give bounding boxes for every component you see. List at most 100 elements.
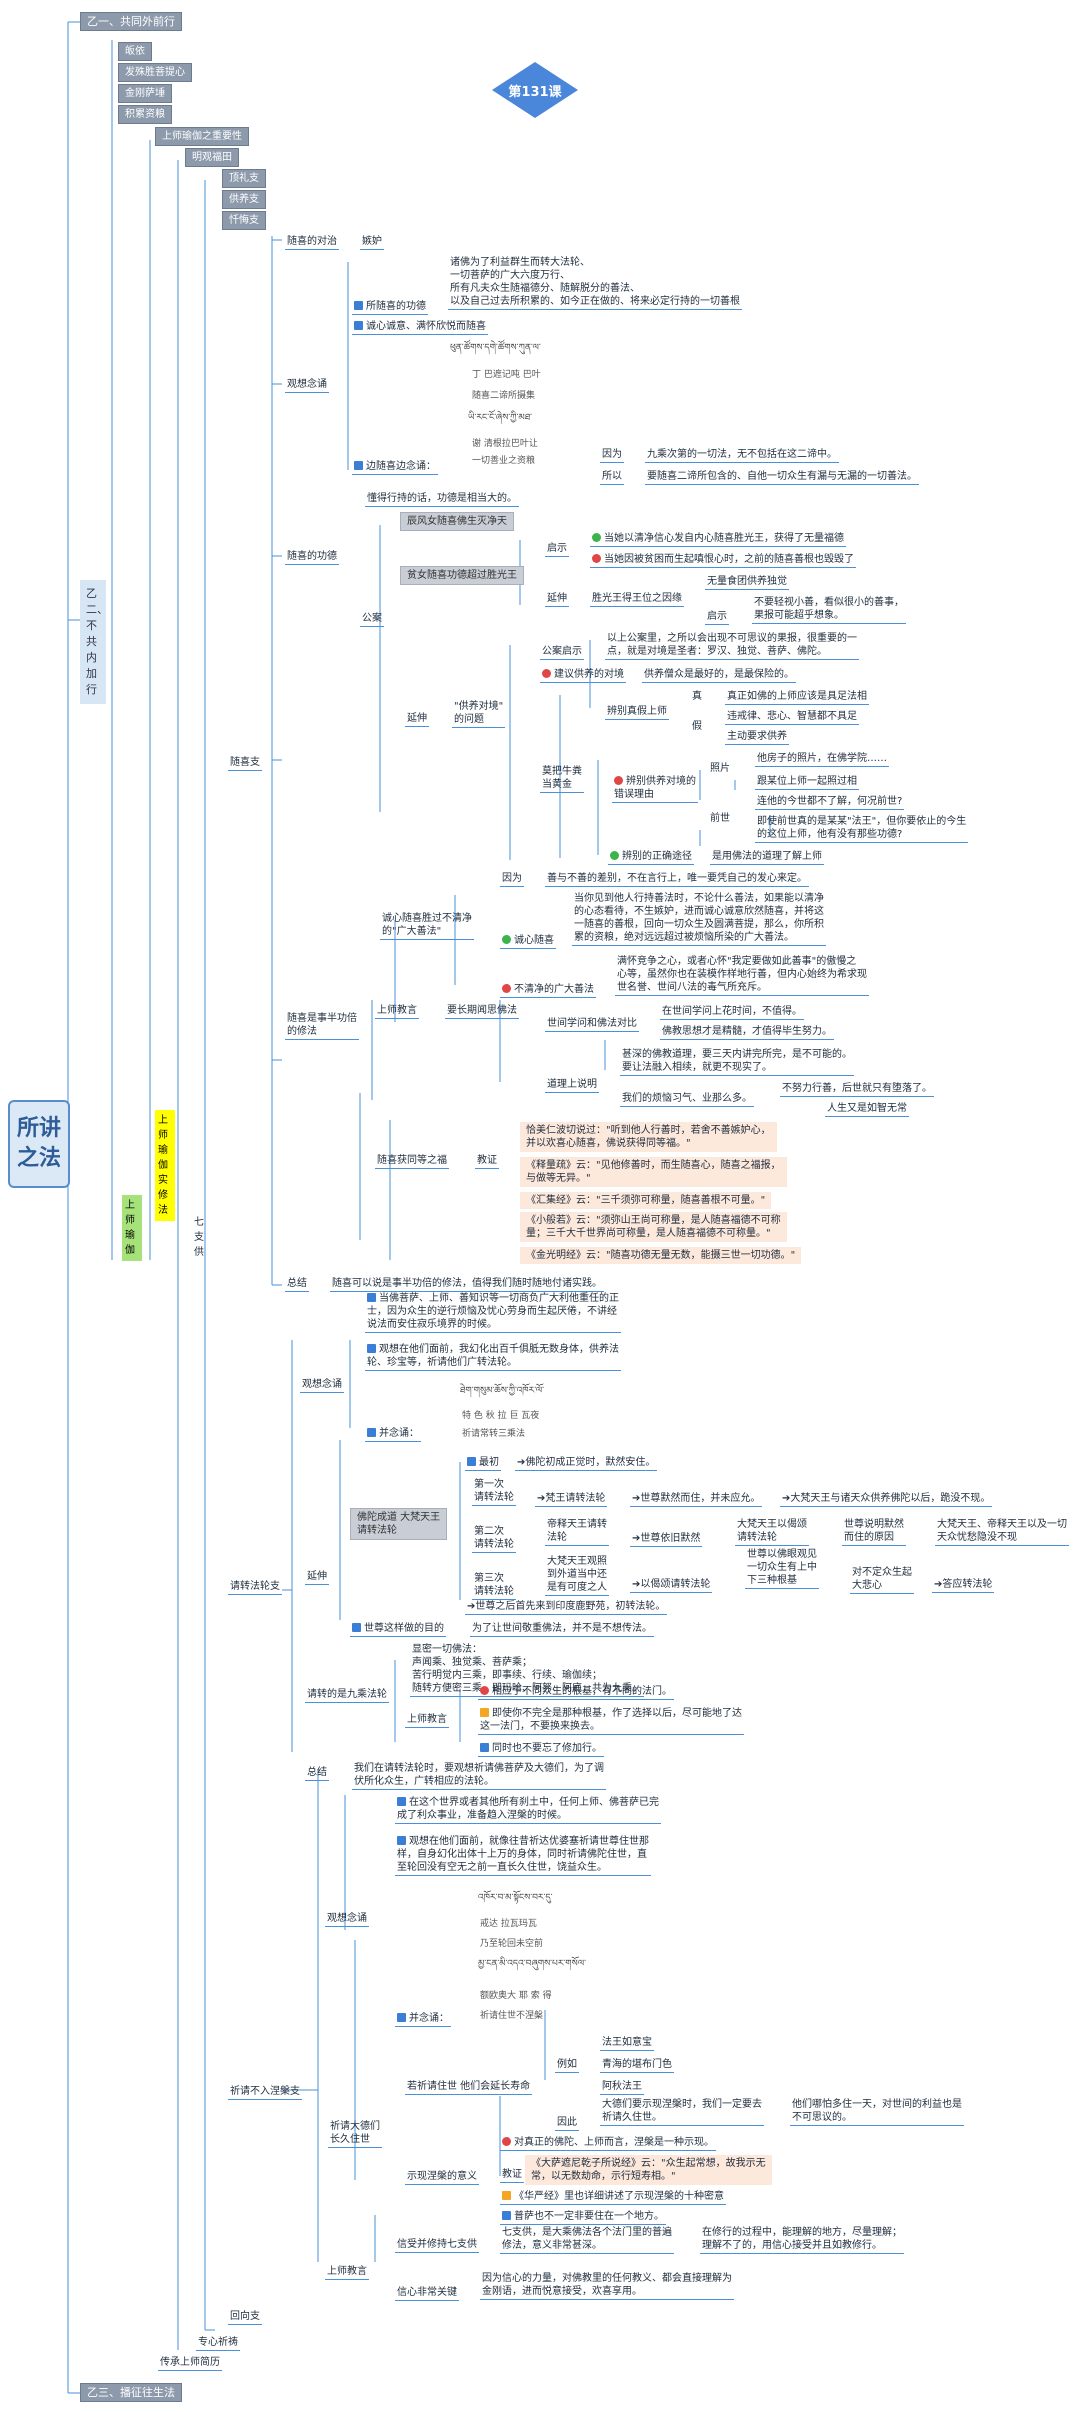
sui-zhaopian: 照片 [710,763,730,774]
sui-chengxin-shengguo[interactable]: 诚心随喜胜过不清净 的"广大善法" [380,912,474,940]
qing-d3e: ➔答应转法轮 [932,1578,995,1593]
sui-chengxin-suixi-v: 当你见到他人行持善法时，不论什么善法，如果能以清净 的心态看待，不生嫉妒，进而诚… [572,892,826,946]
sui-daoli-2b: 人生又是如智无常 [825,1102,909,1117]
qing-d2c: 大梵天王以偈颂 请转法轮 [735,1518,809,1546]
qing-d1c: ➔大梵天王与诸天众供养佛陀以后，跪没不现。 [780,1492,993,1507]
qz-root[interactable]: 祈请不入涅槃支 [228,2085,302,2100]
sui-jianyi: 建议供养的对境 [540,668,626,683]
sui-duizhi-v: 嫉妒 [360,235,384,250]
qing-d3d: 对不定众生起 大悲心 [850,1566,914,1594]
branch-yi2[interactable]: 乙二、不共内加行 [80,580,108,704]
star-icon [542,669,551,678]
qing-sj1-text: 相应于不同众生的根基，有不同的法门。 [492,1686,672,1697]
qing-jiucheng-v: 显密一切佛法： 声闻乘、独觉乘、菩萨乘； 苦行明觉内三乘，即事续、行续、瑜伽续；… [410,1643,644,1697]
sui-buqingjing-label: 不清净的广大善法 [514,984,594,995]
qing-zhihou: ➔世尊之后首先来到印度鹿野苑，初转法轮。 [465,1600,668,1615]
qz-sx4-text: 普萨也不一定非要住在一个地方。 [514,2211,664,2222]
sui-root[interactable]: 随喜支 [228,756,262,771]
qz-jiaozheng: 教证 [500,2168,524,2183]
qing-jiucheng[interactable]: 请转的是九乘法轮 [305,1688,389,1703]
qing-root[interactable]: 请转法轮支 [228,1580,282,1595]
sui-zhengque-label: 辨别的正确途径 [622,851,692,862]
node-faxin[interactable]: 发殊胜菩提心 [118,63,192,82]
node-jingang[interactable]: 金刚萨埵 [118,84,172,103]
sui-gongde-v: 诸佛为了利益群生而转大法轮、 一切菩萨的广大六度万行、 所有凡夫众生随福德分、随… [448,256,742,310]
qing-guanxiang[interactable]: 观想念诵 [300,1378,344,1393]
qz-shangshi[interactable]: 上师教言 [325,2265,369,2280]
sui-gongan-2[interactable]: 贫女随喜功德超过胜光王 [400,566,524,585]
qz-phonetic-1: 戒达 拉瓦玛瓦 [480,1919,537,1929]
sui-gongan[interactable]: 公案 [360,612,384,627]
node-jilei[interactable]: 积累资粮 [118,105,172,124]
cross-icon [614,776,623,785]
node-huixiang[interactable]: 回向支 [228,2310,262,2325]
sui-gongde[interactable]: 所随喜的功德 [352,300,428,315]
sui-shiban[interactable]: 随喜是事半功倍 的修法 [285,1012,359,1040]
qz-xinxin: 信心非常关键 [395,2286,459,2301]
node-qizhi[interactable]: 七支供 [194,1217,204,1258]
node-dingli[interactable]: 顶礼支 [222,169,266,188]
sui-jia-2: 主动要求供养 [725,730,789,745]
qing-t2: 观想在他们面前，我幻化出百千俱胝无数身体，供养法 轮、珍宝等，祈请他们广转法轮。 [365,1343,621,1371]
num-icon [480,1743,489,1752]
qing-bingnian-label: 并念诵： [379,1428,419,1439]
qz-qiqing[interactable]: 祈请大德们 长久住世 [328,2120,382,2148]
sui-cuowu-label: 辨别供养对境的 错误理由 [614,776,696,800]
qz-liru-1: 法王如意宝 [600,2036,654,2051]
node-chanhui[interactable]: 忏悔支 [222,211,266,230]
sui-jz-5: 《金光明经》云："随喜功德无量无数，能摄三世一切功德。" [520,1247,802,1264]
check-icon [502,935,511,944]
qz-tibetan-1: འཁོར་བ་མ་སྟོངས་བར་དུ་ [478,1893,553,1903]
qing-d3b: ➔以偈颂请转法轮 [630,1578,713,1593]
sui-suoyi-v: 要随喜二谛所包含的、自他一切众生有漏与无漏的一切善法。 [645,470,919,485]
sui-duizhi[interactable]: 随喜的对治 [285,235,339,250]
info-icon [397,2013,406,2022]
sui-biansui[interactable]: 边随喜边念诵： [352,460,438,475]
qing-mudi: 世尊这样做的目的 [350,1622,446,1637]
num-icon [502,2191,511,2200]
node-zhongyao[interactable]: 上师瑜伽之重要性 [155,127,249,146]
sui-jianyi-v: 供养僧众是最好的，是最保险的。 [642,668,796,683]
branch-yi1[interactable]: 乙一、共同外前行 [80,12,182,31]
qz-sx1-text: 对真正的佛陀、上师而言，涅槃是一种示现。 [514,2137,714,2148]
sui-chengxin[interactable]: 诚心诚意、满怀欣悦而随喜 [352,320,488,335]
sui-wensi: 要长期闻思佛法 [445,1004,519,1019]
node-shangshi[interactable]: 上师瑜伽 [122,1195,142,1261]
qing-d1: 第一次 请转法轮 [472,1478,516,1506]
node-gongyang[interactable]: 供养支 [222,190,266,209]
qz-guanxiang[interactable]: 观想念诵 [325,1912,369,1927]
sui-chinese-2: 一切善业之资粮 [472,456,536,466]
qing-sj2: 即使你不完全是那种根基，作了选择以后，尽可能地了达 这一法门，不要换来换去。 [478,1707,744,1735]
node-shishi[interactable]: 上师瑜伽实修法 [155,1110,175,1221]
qz-t1-text: 在这个世界或者其他所有刹土中，任何上师、佛菩萨已完 成了利众事业，准备趋入涅槃的… [397,1797,659,1821]
sui-qishi-1-text: 当她以清净信心发自内心随喜胜光王，获得了无量福德 [604,533,844,544]
branch-yi3[interactable]: 乙三、播征往生法 [80,2383,182,2402]
node-zhuanxin[interactable]: 专心祈祷 [196,2336,240,2351]
sui-jia-1: 违戒律、悲心、智慧都不具足 [725,710,859,725]
node-chuancheng[interactable]: 传承上师简历 [158,2356,222,2371]
sui-zhengque: 辨别的正确途径 [608,850,694,865]
sui-yq1: 无量食团供养独觉 [705,575,789,590]
qz-ruo: 若祈请住世 他们会延长寿命 [405,2080,533,2095]
node-mingguan[interactable]: 明观福田 [185,148,239,167]
info-icon [367,1428,376,1437]
qz-xinxin-v: 因为信心的力量，对佛教里的任何教义、都会直接理解为 金刚语，进而悦意接受，欢喜享… [480,2272,734,2300]
qing-d2b-text: 世尊依旧默然 [640,1533,701,1544]
qing-sj2-text: 即使你不完全是那种根基，作了选择以后，尽可能地了达 这一法门，不要换来换去。 [480,1708,742,1732]
root-topic[interactable]: 所讲之法 [8,1100,70,1188]
qing-zhihou-text: 世尊之后首先来到印度鹿野苑，初转法轮。 [475,1601,666,1612]
sui-huotong: 随喜获同等之福 [375,1154,449,1169]
check-icon [592,533,601,542]
node-guiyi[interactable]: 皈依 [118,42,152,61]
qing-d2e: 大梵天王、帝释天王以及一切 天众忧愁隐没不现 [935,1518,1069,1546]
qing-d1a: ➔梵王请转法轮 [535,1492,608,1507]
sui-guanxiang[interactable]: 观想念诵 [285,378,329,393]
num-icon [480,1708,489,1717]
sui-gongan-1[interactable]: 辰风女随喜佛生灭净天 [400,512,514,531]
qing-d3e-text: 答应转法轮 [942,1579,993,1590]
qing-focheng[interactable]: 佛陀成道 大梵天王 请转法轮 [350,1508,448,1540]
sui-gongde2[interactable]: 随喜的功德 [285,550,339,565]
info-icon [354,461,363,470]
sui-gongyang-duijing[interactable]: "供养对境" 的问题 [452,700,506,728]
sui-zhaopian-1: 他房子的照片，在佛学院…… [755,752,889,767]
